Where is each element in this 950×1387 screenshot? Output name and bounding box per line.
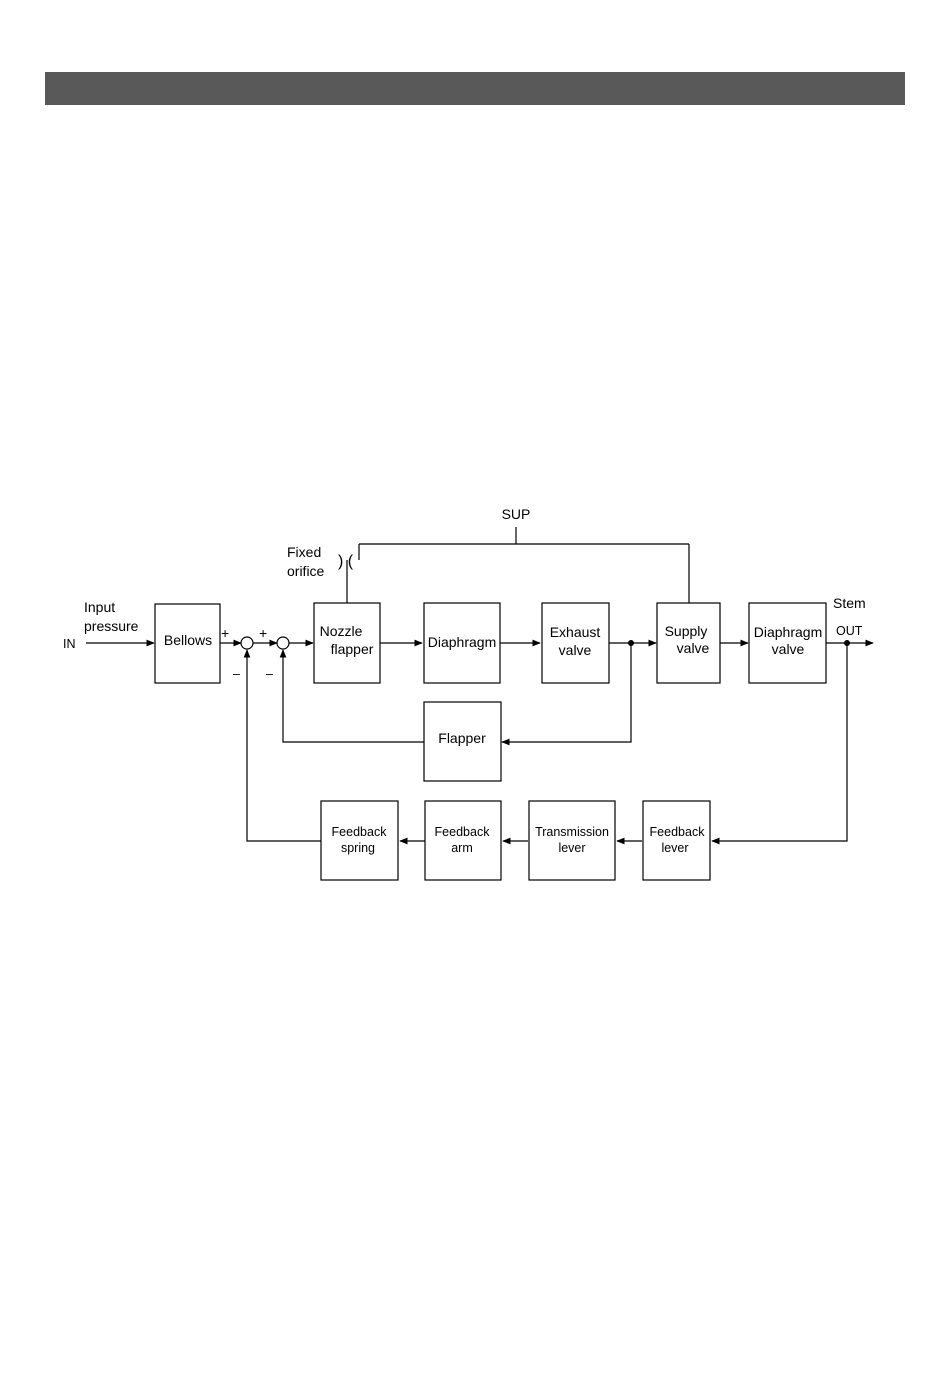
label-flapper: Flapper <box>438 730 486 746</box>
label-tlever-line1: Transmission <box>535 825 609 839</box>
label-fspring-line2: spring <box>341 841 375 855</box>
label-flever-line2: lever <box>661 841 688 855</box>
label-pressure: pressure <box>84 618 139 634</box>
label-exhaust-line2: valve <box>559 642 592 658</box>
sign-minus-1: – <box>233 667 240 681</box>
label-sup: SUP <box>502 506 531 522</box>
label-fixed: Fixed <box>287 544 321 560</box>
arrow-fspring-sum1 <box>247 650 321 841</box>
label-supply-line2: valve <box>677 640 710 656</box>
label-nozzle-line2: flapper <box>331 641 374 657</box>
label-tlever-line2: lever <box>558 841 585 855</box>
label-bellows: Bellows <box>164 632 212 648</box>
label-farm-line2: arm <box>451 841 473 855</box>
sign-plus-1: + <box>221 625 229 641</box>
label-input: Input <box>84 599 115 615</box>
sign-plus-2: + <box>259 625 267 641</box>
label-exhaust-line1: Exhaust <box>550 624 601 640</box>
label-nozzle-line1: Nozzle <box>320 623 363 639</box>
label-supply-line1: Supply <box>665 623 708 639</box>
summing-junction-2 <box>277 637 289 649</box>
label-dvalve-line2: valve <box>772 641 805 657</box>
junction-dot-out <box>844 640 850 646</box>
label-flever-line1: Feedback <box>650 825 706 839</box>
label-dvalve-line1: Diaphragm <box>754 624 822 640</box>
label-in: IN <box>63 637 76 651</box>
label-fspring-line1: Feedback <box>332 825 388 839</box>
junction-dot-exhaust <box>628 640 634 646</box>
orifice-symbol: ) ( <box>338 553 354 570</box>
sign-minus-2: – <box>266 667 273 681</box>
label-farm-line1: Feedback <box>435 825 491 839</box>
summing-junction-1 <box>241 637 253 649</box>
label-diaphragm: Diaphragm <box>428 634 496 650</box>
label-orifice: orifice <box>287 563 325 579</box>
label-stem: Stem <box>833 595 866 611</box>
label-out: OUT <box>836 624 863 638</box>
